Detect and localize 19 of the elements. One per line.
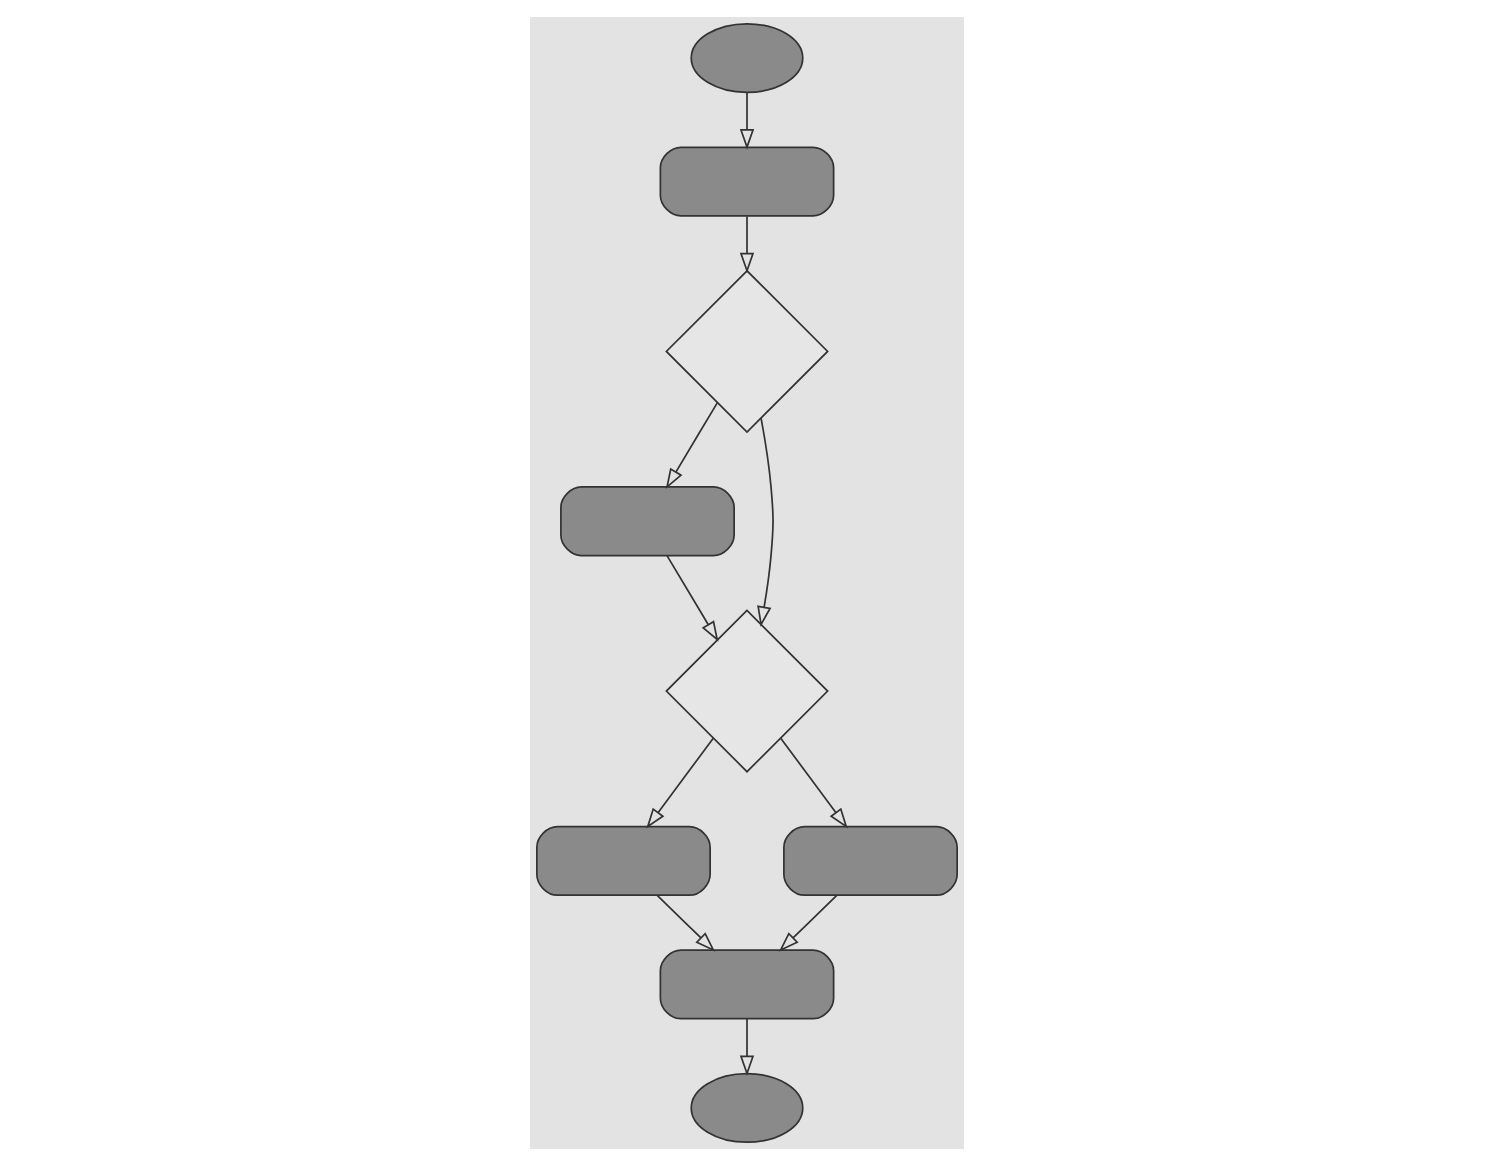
arrow — [655, 894, 715, 952]
node-box — [658, 949, 834, 1020]
node-diamond — [664, 609, 828, 773]
arrow — [778, 737, 847, 829]
arrow — [738, 91, 754, 150]
node-box — [782, 825, 957, 897]
arrow — [756, 417, 773, 627]
node-box — [535, 825, 710, 897]
arrow — [777, 894, 837, 952]
node-box — [658, 146, 834, 217]
node-box — [559, 486, 734, 557]
arrow — [665, 554, 718, 642]
arrow — [645, 737, 714, 829]
arrow — [738, 1018, 754, 1077]
node-ellipse — [689, 1072, 803, 1144]
node-ellipse — [689, 22, 803, 94]
arrow — [664, 401, 718, 490]
arrow — [738, 215, 754, 274]
node-diamond — [664, 269, 828, 434]
